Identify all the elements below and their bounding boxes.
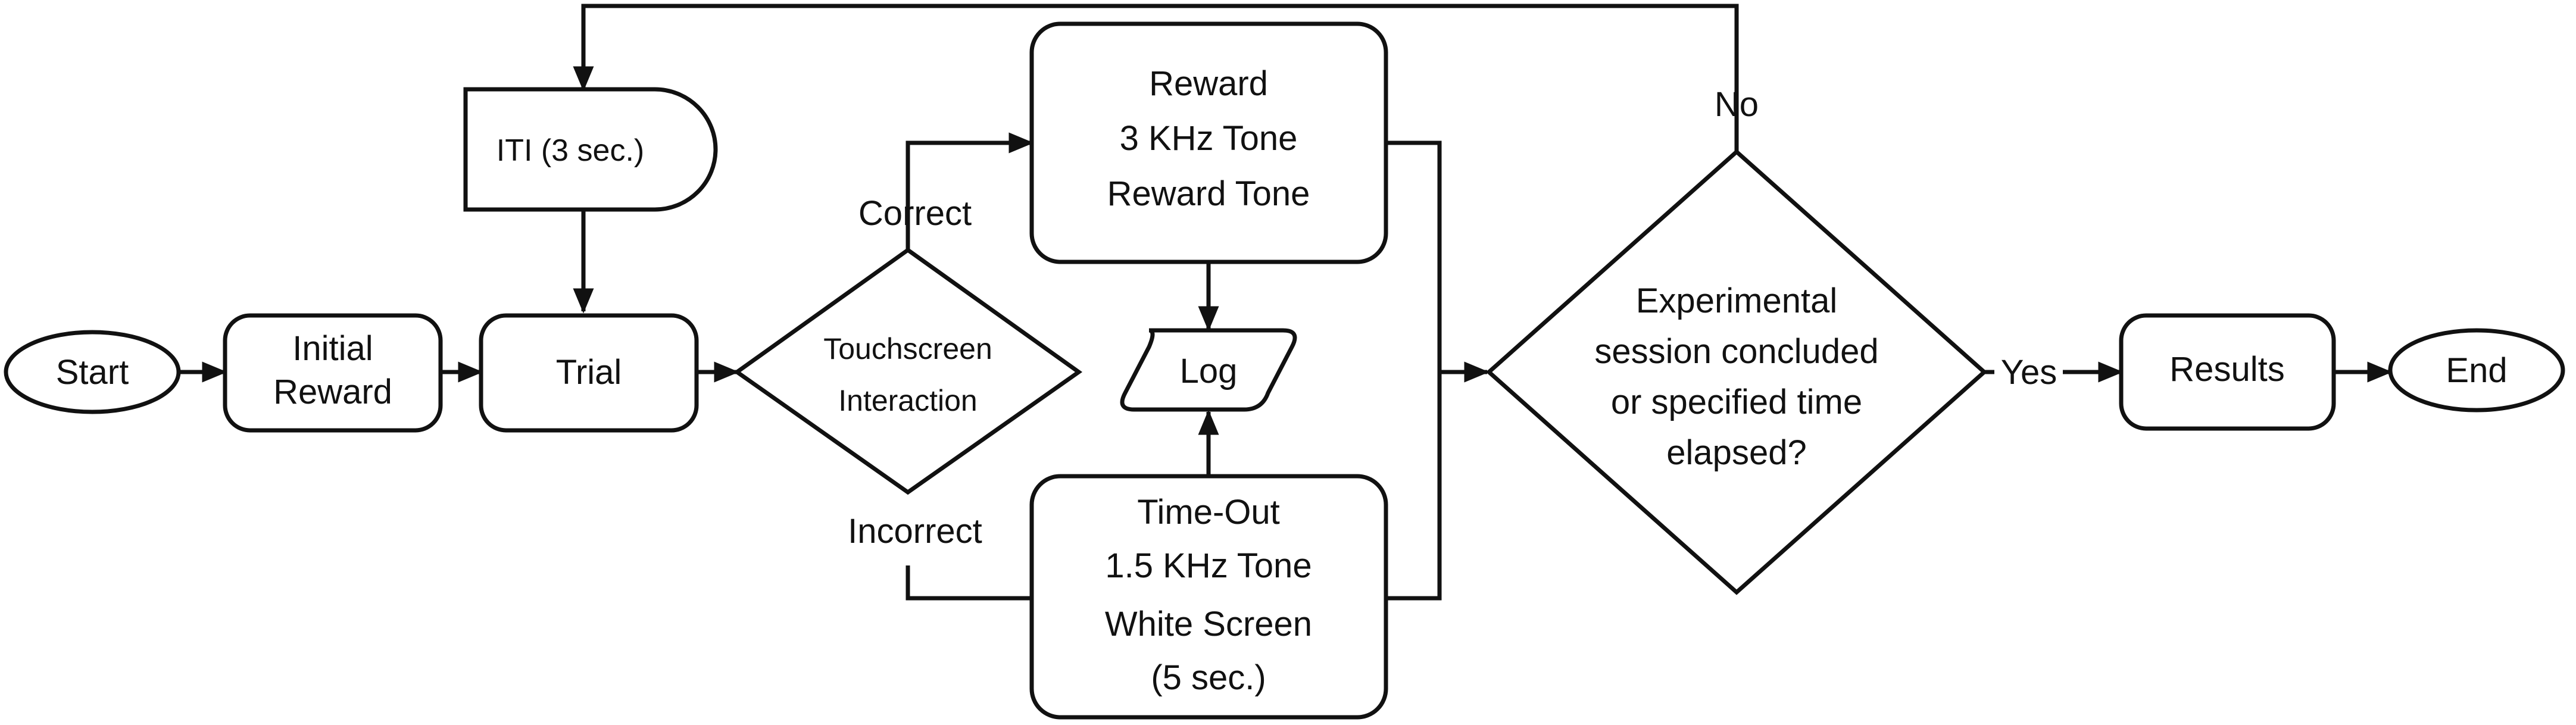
decision-label-line-2: session concluded xyxy=(1594,332,1878,371)
timeout-label-line-4: (5 sec.) xyxy=(1151,658,1266,697)
timeout-label-line-2: 1.5 KHz Tone xyxy=(1105,546,1312,585)
initial-reward-node: Initial Reward xyxy=(223,313,443,433)
reward-label-line-3: Reward Tone xyxy=(1107,174,1310,213)
no-label: No xyxy=(1715,85,1759,124)
yes-label: Yes xyxy=(2001,353,2057,392)
initial-reward-label-line-2: Reward xyxy=(273,373,392,411)
initial-reward-label-line-1: Initial xyxy=(292,329,373,368)
reward-node: Reward 3 KHz Tone Reward Tone xyxy=(1029,21,1388,264)
incorrect-label: Incorrect xyxy=(848,512,982,551)
start-node: Start xyxy=(4,330,181,414)
edge-incorrect-to-timeout xyxy=(905,565,1032,601)
touchscreen-interaction-node: Touchscreen Interaction xyxy=(733,247,1083,495)
edge-correct-to-reward xyxy=(905,132,1034,250)
end-label: End xyxy=(2446,351,2507,390)
touchscreen-label-line-1: Touchscreen xyxy=(823,332,992,365)
session-decision-node: Experimental session concluded or specif… xyxy=(1485,149,1988,595)
touchscreen-label-line-2: Interaction xyxy=(838,384,977,417)
decision-label-line-4: elapsed? xyxy=(1666,433,1806,472)
trial-label: Trial xyxy=(556,353,622,392)
decision-label-line-3: or specified time xyxy=(1611,383,1862,421)
iti-label: ITI (3 sec.) xyxy=(497,133,644,168)
iti-node: ITI (3 sec.) xyxy=(463,87,718,212)
timeout-label-line-3: White Screen xyxy=(1105,605,1312,643)
log-label: Log xyxy=(1180,352,1238,390)
reward-label-line-1: Reward xyxy=(1149,64,1268,103)
timeout-node: Time-Out 1.5 KHz Tone White Screen (5 se… xyxy=(1029,474,1388,720)
decision-label-line-1: Experimental xyxy=(1636,282,1837,320)
log-node: Log xyxy=(1120,328,1297,412)
results-node: Results xyxy=(2119,313,2336,431)
timeout-label-line-1: Time-Out xyxy=(1137,493,1280,532)
edge-no-loop-to-iti xyxy=(573,4,1739,152)
edge-reward-merge-line xyxy=(1386,140,1442,601)
reward-label-line-2: 3 KHz Tone xyxy=(1120,119,1298,158)
results-label: Results xyxy=(2169,350,2284,389)
end-node: End xyxy=(2388,328,2565,412)
correct-label: Correct xyxy=(858,194,972,233)
trial-node: Trial xyxy=(479,313,699,433)
start-label: Start xyxy=(56,353,129,392)
